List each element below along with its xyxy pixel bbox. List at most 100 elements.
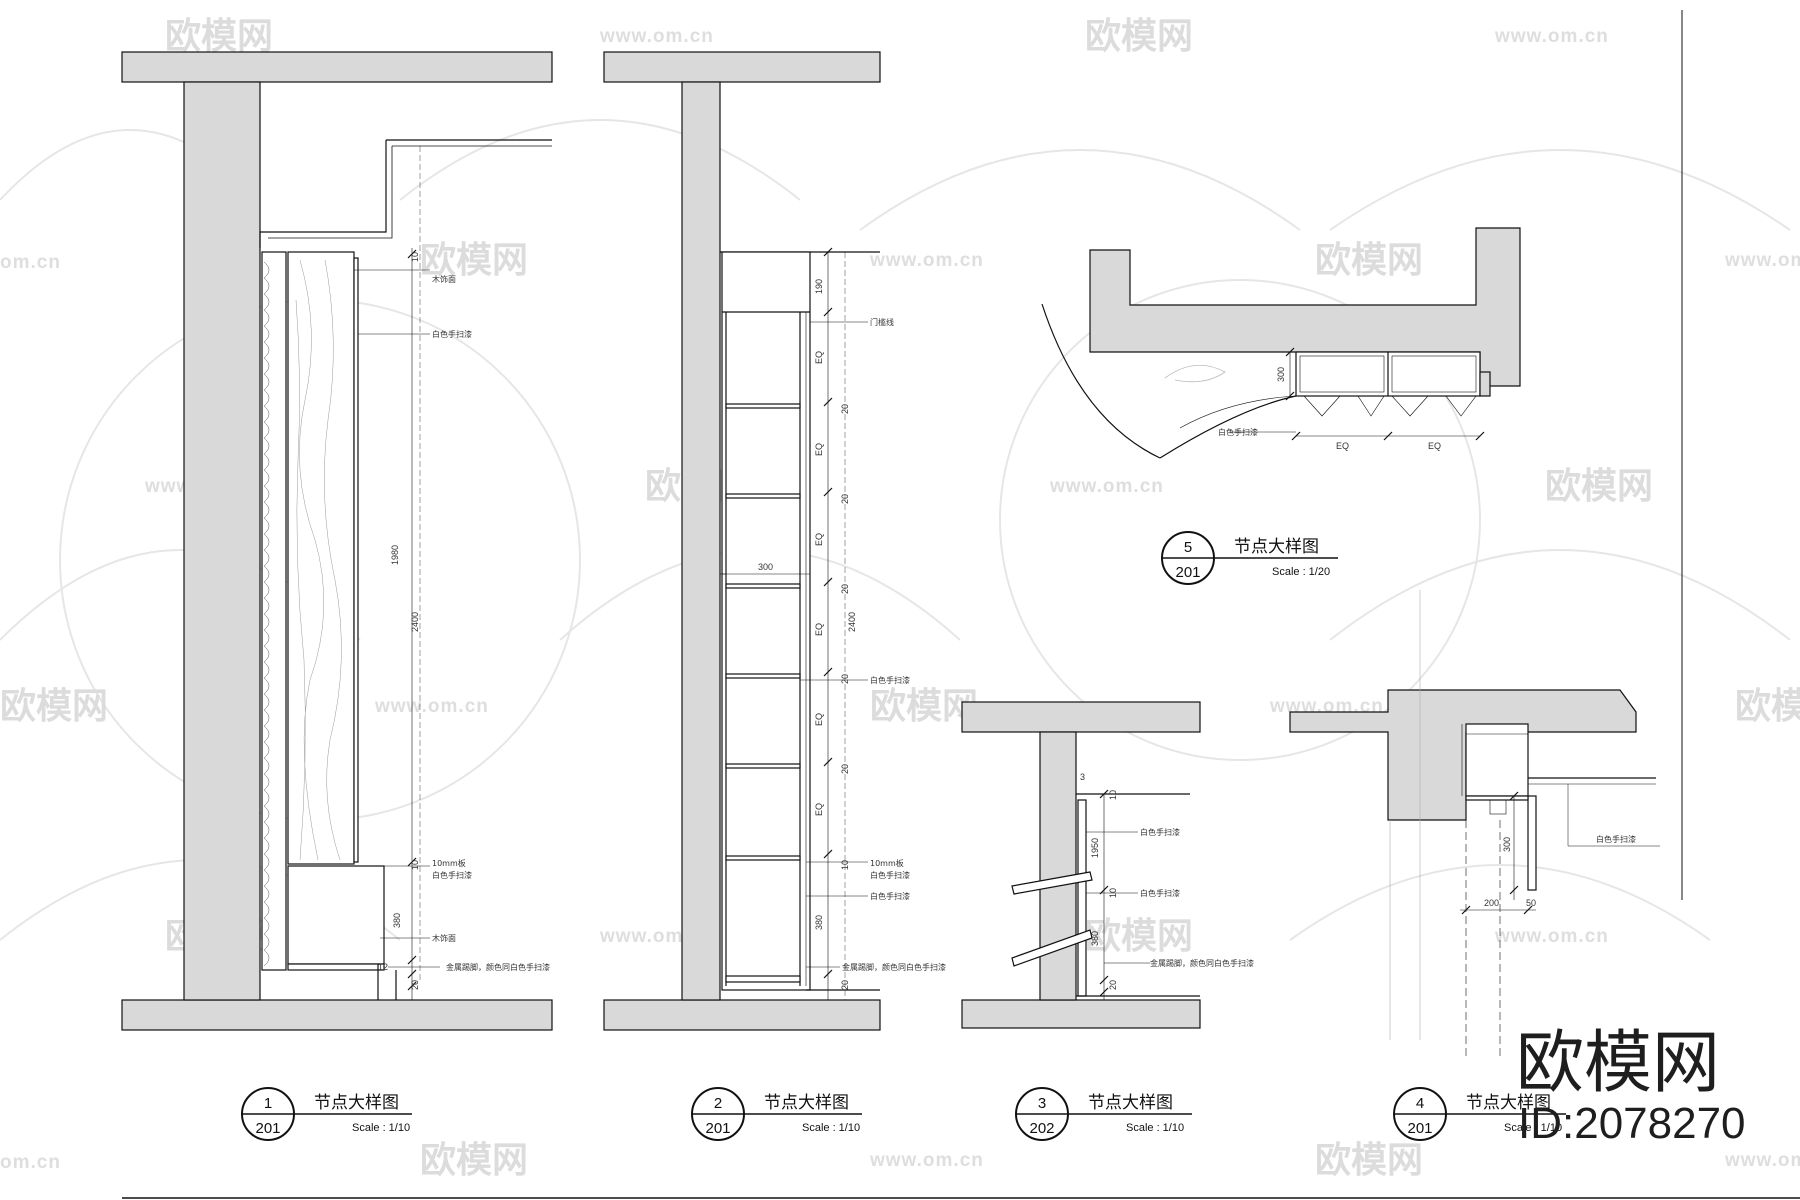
note-white-paint: 白色手扫漆 [1596, 834, 1636, 844]
watermark-url: www.om.cn [1494, 926, 1609, 947]
watermark-brand: 欧模网 [165, 16, 273, 57]
dim-2400: 2400 [847, 612, 857, 632]
note-white-paint: 白色手扫漆 [432, 329, 472, 339]
dim-12: 12 [378, 962, 388, 972]
tall-cabinet [721, 251, 811, 991]
dim-10: 10 [1108, 790, 1118, 800]
brand-id: ID:2078270 [1518, 1099, 1746, 1148]
watermark-brand: 欧模网 [420, 1140, 528, 1181]
sheet-number: 201 [1407, 1120, 1432, 1137]
watermark-url: www.om.cn [1724, 250, 1800, 271]
watermark-brand: 欧模网 [870, 686, 978, 727]
dim-380: 380 [814, 915, 824, 930]
dim-380: 380 [392, 913, 402, 928]
break-line [1011, 929, 1093, 967]
title-detail-5: 5 201 节点大样图 Scale : 1/20 [1161, 531, 1338, 585]
dim-300: 300 [758, 562, 773, 572]
watermark-brand: 欧模网 [1735, 686, 1800, 727]
dim-20: 20 [840, 494, 850, 504]
watermark-brand: 欧模网 [1315, 1140, 1423, 1181]
note-white-paint: 白色手扫漆 [1218, 427, 1258, 437]
ceiling-slab [603, 51, 881, 83]
detail-number: 5 [1184, 539, 1192, 556]
note-white-paint: 白色手扫漆 [1140, 827, 1180, 837]
floor-slab [603, 999, 881, 1031]
dim-3: 3 [1080, 772, 1085, 782]
wood-panel [287, 251, 355, 865]
watermark-url: www.om.cn [869, 1150, 984, 1171]
shelves [725, 403, 801, 983]
dim-eq: EQ [1428, 441, 1441, 451]
dim-20: 20 [840, 674, 850, 684]
dim-1980: 1980 [390, 545, 400, 565]
detail-title: 节点大样图 [314, 1093, 399, 1113]
watermark-url: www.om.cn [1049, 476, 1164, 497]
watermark-url: www.om.cn [1494, 26, 1609, 47]
dim-300: 300 [1276, 367, 1286, 382]
sheet-number: 201 [255, 1120, 280, 1137]
watermark-url: www.om.cn [869, 250, 984, 271]
dim-10: 10 [1108, 888, 1118, 898]
note-white-paint: 白色手扫漆 [870, 870, 910, 880]
sheet-number: 202 [1029, 1120, 1054, 1137]
detail-5-labels: 300 EQ EQ 白色手扫漆 [1218, 367, 1441, 451]
dim-eq: EQ [814, 803, 824, 816]
detail-scale: Scale : 1/10 [1126, 1122, 1184, 1134]
detail-1-drawing [121, 51, 553, 1031]
detail-2-dimensions: 190 EQ 20 EQ 20 EQ 300 20 EQ 2400 20 EQ … [758, 279, 857, 990]
note-metal-skirting: 金属踢脚，颜色同白色手扫漆 [446, 962, 550, 972]
detail-title: 节点大样图 [764, 1093, 849, 1113]
note-wood-veneer: 木饰面 [432, 933, 456, 943]
wall-column [1039, 731, 1077, 1001]
title-detail-3: 3 202 节点大样图 Scale : 1/10 [1015, 1087, 1192, 1141]
break-line [1011, 871, 1093, 895]
wall-column [681, 81, 721, 1001]
watermark-url: www.om.cn [599, 26, 714, 47]
ceiling-beam [1289, 689, 1637, 821]
ceiling-slab [121, 51, 553, 83]
dim-20: 20 [840, 584, 850, 594]
dim-10: 10 [840, 860, 850, 870]
note-door-line: 门槛线 [870, 317, 894, 327]
note-wood-veneer: 木饰面 [432, 274, 456, 284]
watermark-brand: 欧模网 [1085, 916, 1193, 957]
dim-eq: EQ [814, 351, 824, 364]
watermark-brand: 欧模网 [1085, 16, 1193, 57]
dim-50: 50 [1526, 898, 1536, 908]
brand-name: 欧模网 [1516, 1024, 1720, 1103]
note-white-paint: 白色手扫漆 [870, 675, 910, 685]
sheet-number: 201 [705, 1120, 730, 1137]
ceiling-slab [961, 701, 1201, 733]
detail-scale: Scale : 1/10 [1504, 1122, 1562, 1134]
detail-5-drawing [1041, 227, 1521, 459]
floor-slab [961, 999, 1201, 1029]
note-white-paint: 白色手扫漆 [432, 870, 472, 880]
detail-4-drawing [1289, 590, 1660, 1060]
dim-eq: EQ [814, 713, 824, 726]
dim-190: 190 [814, 279, 824, 294]
detail-scale: Scale : 1/10 [352, 1122, 410, 1134]
watermark-url: www.om.cn [374, 696, 489, 717]
watermark-brand: 欧模网 [420, 240, 528, 281]
detail-scale: Scale : 1/20 [1272, 566, 1330, 578]
wall-column [183, 81, 261, 1001]
watermark-url: www.om.cn [1724, 1150, 1800, 1171]
dim-2400: 2400 [410, 612, 420, 632]
panel [1527, 795, 1537, 891]
watermark-url: om.cn [0, 1152, 61, 1173]
dim-200: 200 [1484, 898, 1499, 908]
dim-20: 20 [1108, 980, 1118, 990]
dim-eq: EQ [814, 533, 824, 546]
detail-title: 节点大样图 [1088, 1093, 1173, 1113]
detail-title: 节点大样图 [1234, 537, 1319, 557]
detail-title: 节点大样图 [1466, 1093, 1551, 1113]
note-white-paint: 白色手扫漆 [1140, 888, 1180, 898]
ceiling-box [1465, 723, 1529, 797]
title-detail-1: 1 201 节点大样图 Scale : 1/10 [241, 1087, 412, 1141]
dim-10: 10 [410, 252, 420, 262]
title-detail-2: 2 201 节点大样图 Scale : 1/10 [691, 1087, 862, 1141]
dim-300: 300 [1502, 837, 1512, 852]
note-10mm-board: 10mm板 [870, 858, 904, 868]
watermark-url: om.cn [0, 252, 61, 273]
